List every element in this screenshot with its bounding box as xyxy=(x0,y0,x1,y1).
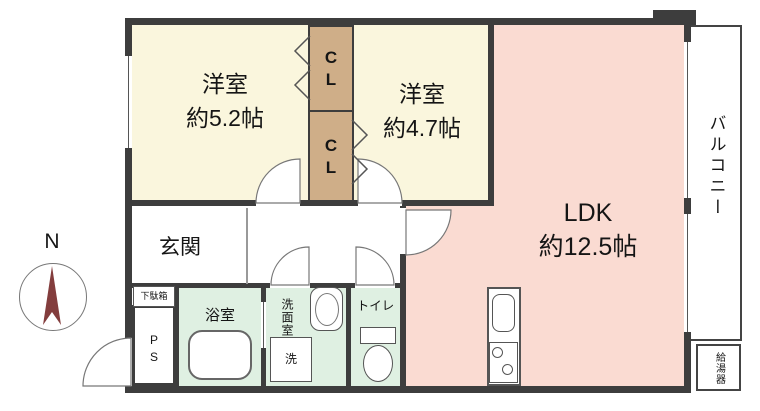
washroom-door-opening xyxy=(270,283,310,288)
outer-wall-left xyxy=(125,18,132,393)
closet-divider-wall xyxy=(308,110,354,112)
water-heater-box xyxy=(696,344,741,391)
toilet-bowl-icon xyxy=(363,345,393,382)
ldk-balcony-window-upper-line xyxy=(687,42,688,198)
pipe-space-label: PS xyxy=(147,333,161,367)
toilet-door-swing-icon xyxy=(355,246,395,286)
entry-door-swing-icon xyxy=(82,337,132,387)
compass-circle xyxy=(19,263,87,331)
ldk-name: LDK xyxy=(563,198,613,227)
bathtub-icon xyxy=(188,330,252,380)
balcony-edge-top xyxy=(691,25,742,27)
kitchen-sink-icon xyxy=(492,294,515,332)
wall-hall-ldk xyxy=(400,206,406,386)
balcony-edge-bottom xyxy=(691,339,742,341)
ldk-floor xyxy=(494,25,684,386)
pipe-space-box xyxy=(132,305,176,386)
compass-north-label: N xyxy=(44,229,60,253)
ldk-door-opening xyxy=(400,208,406,254)
balcony-edge-right xyxy=(740,25,742,341)
toilet-door-opening xyxy=(355,283,395,288)
wall-washroom-toilet xyxy=(346,288,351,386)
shoe-cabinet-box xyxy=(133,286,175,307)
washroom-door-swing-icon xyxy=(270,246,310,286)
wall-notch-top-right xyxy=(653,10,696,25)
balcony-label: バルコニー xyxy=(706,113,726,219)
bedroom1-window-line xyxy=(128,56,129,148)
washbasin-bowl-icon xyxy=(315,293,339,326)
outer-wall-right xyxy=(684,18,691,393)
stove-burner-1-icon xyxy=(492,347,503,358)
wall-hall-wetarea xyxy=(132,283,400,288)
bedroom1-area: 約5.2帖 xyxy=(186,104,264,131)
bedroom1-door-opening xyxy=(256,200,300,206)
toilet-tank-icon xyxy=(360,327,396,344)
stove-burner-2-icon xyxy=(502,364,513,375)
washing-machine-label: 洗 xyxy=(284,352,297,366)
entrance-step-line xyxy=(246,208,248,284)
ldk-area: 約12.5帖 xyxy=(538,232,638,261)
ldk-floor-extension xyxy=(406,206,494,386)
washing-machine-box xyxy=(270,337,312,382)
bathroom-label: 浴室 xyxy=(204,306,235,324)
shoe-cabinet-label: 下駄箱 xyxy=(140,291,168,301)
closet-upper-label: CL xyxy=(321,48,341,92)
closet-lower-label: CL xyxy=(321,136,341,180)
water-heater-label: 給湯器 xyxy=(713,351,725,385)
bedroom1-name: 洋室 xyxy=(202,70,248,97)
toilet-label: トイレ xyxy=(356,299,395,314)
bath-sliding-door-line xyxy=(263,302,264,348)
washroom-label: 洗面室 xyxy=(280,297,294,337)
wall-bedrooms-south xyxy=(132,200,494,206)
bedroom2-area: 約4.7帖 xyxy=(383,114,461,141)
entry-door-opening xyxy=(125,338,132,386)
wall-ps-bath xyxy=(174,288,179,386)
ldk-balcony-window-lower-line xyxy=(687,214,688,332)
entrance-label: 玄関 xyxy=(159,235,201,259)
bedroom2-door-opening xyxy=(358,200,402,206)
wall-bedroom2-ldk xyxy=(488,25,494,206)
bedroom2-name: 洋室 xyxy=(399,80,445,107)
outer-wall-top xyxy=(125,18,691,25)
outer-wall-bottom xyxy=(125,386,691,393)
